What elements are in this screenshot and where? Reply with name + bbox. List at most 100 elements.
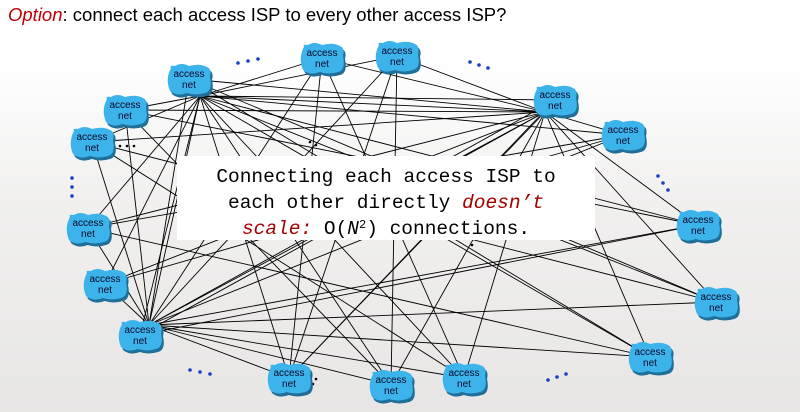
continuation-dot	[236, 61, 240, 65]
continuation-dot	[564, 372, 568, 376]
cloud-icon	[533, 85, 577, 116]
continuation-dot	[70, 185, 74, 189]
continuation-dot	[70, 194, 74, 198]
scaling-callout: Connecting each access ISP to each other…	[177, 156, 595, 240]
mesh-link	[199, 95, 392, 386]
continuation-dot	[468, 60, 472, 64]
continuation-dot	[555, 375, 559, 379]
mesh-link	[463, 111, 546, 379]
node-label-line-2: net	[133, 336, 147, 347]
continuation-dots	[70, 57, 670, 386]
node-label-line-2: net	[390, 57, 404, 68]
cloud-icon	[103, 95, 147, 126]
mesh-link	[148, 95, 201, 326]
node-label-line-2: net	[182, 80, 196, 91]
continuation-dot	[246, 59, 250, 63]
cloud-icon	[375, 41, 419, 72]
mesh-link	[199, 95, 556, 101]
mesh-link	[104, 95, 201, 285]
callout-exponent: 2	[359, 218, 367, 232]
node-label-line-1: access	[173, 69, 204, 80]
title-text: : connect each access ISP to every other…	[62, 4, 507, 25]
node-label-line-1: access	[306, 48, 337, 59]
mesh-link	[148, 324, 392, 386]
node-label-line-1: access	[634, 347, 665, 358]
callout-connections-text: ) connections.	[366, 218, 531, 240]
node-label-line-1: access	[448, 368, 479, 379]
node-label-line-2: net	[85, 143, 99, 154]
cloud-icon	[369, 370, 413, 401]
callout-line-2-text: each other directly	[228, 192, 463, 214]
node-label-line-1: access	[700, 292, 731, 303]
node-label-line-2: net	[457, 379, 471, 390]
mesh-link	[148, 324, 290, 379]
mesh-link	[124, 109, 150, 326]
callout-variable-n: N	[347, 218, 359, 240]
continuation-dot	[125, 144, 129, 148]
mesh-link	[87, 227, 651, 358]
continuation-dot	[188, 368, 192, 372]
continuation-dot	[661, 181, 665, 185]
cloud-icon	[118, 320, 162, 351]
mesh-link	[91, 111, 546, 143]
mesh-link	[148, 78, 190, 326]
node-label-line-2: net	[616, 136, 630, 147]
node-label-line-1: access	[89, 274, 120, 285]
node-label-line-2: net	[118, 111, 132, 122]
continuation-dot	[314, 377, 318, 381]
node-label-line-2: net	[691, 226, 705, 237]
callout-line-1: Connecting each access ISP to	[187, 164, 585, 190]
access-net-nodes: accessnetaccessnetaccessnetaccessnetacce…	[66, 41, 740, 404]
cloud-icon	[676, 210, 720, 241]
callout-emphasis-doesnt: doesn’t	[462, 192, 544, 214]
cloud-icon	[628, 342, 672, 373]
continuation-dot	[70, 176, 74, 180]
continuation-dot	[666, 188, 670, 192]
cloud-icon	[601, 120, 645, 151]
cloud-icon	[300, 43, 344, 74]
callout-line-3: scale: O(N2) connections.	[187, 216, 585, 242]
node-label-line-1: access	[72, 218, 103, 229]
callout-emphasis-scale: scale:	[241, 218, 313, 240]
cloud-icon	[167, 64, 211, 95]
mesh-link	[91, 141, 150, 326]
node-label-line-2: net	[282, 379, 296, 390]
mesh-link	[321, 57, 546, 113]
continuation-dot	[546, 378, 550, 382]
continuation-dot	[256, 57, 260, 61]
mesh-link	[87, 95, 201, 229]
mesh-link	[544, 111, 699, 226]
continuation-dot	[308, 140, 312, 144]
node-label-line-2: net	[709, 303, 723, 314]
mesh-link	[91, 141, 465, 379]
node-label-line-1: access	[375, 375, 406, 386]
cloud-icon	[442, 363, 486, 394]
node-label-line-1: access	[109, 100, 140, 111]
continuation-dot	[656, 174, 660, 178]
mesh-link	[148, 324, 465, 379]
callout-line-2: each other directly doesn’t	[187, 190, 585, 216]
mesh-link	[396, 55, 546, 113]
callout-big-o-open: O(	[312, 218, 348, 240]
mesh-link	[199, 95, 546, 113]
cloud-icon	[694, 287, 738, 318]
node-label-line-2: net	[643, 358, 657, 369]
continuation-dot	[470, 243, 474, 247]
cloud-icon	[267, 363, 311, 394]
continuation-dot	[477, 63, 481, 67]
mesh-link	[199, 55, 398, 97]
option-word: Option	[8, 4, 63, 25]
continuation-dot	[486, 66, 490, 70]
